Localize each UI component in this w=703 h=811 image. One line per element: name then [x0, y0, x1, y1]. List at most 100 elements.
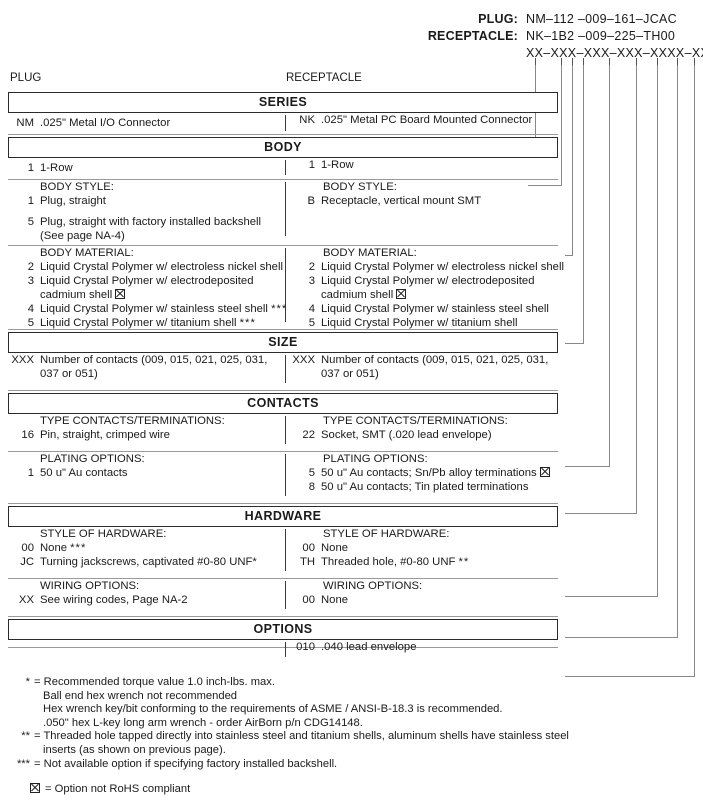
- leader-line-hardware: [677, 65, 678, 637]
- option-row: 5 Liquid Crystal Polymer w/ titanium she…: [8, 316, 283, 330]
- column-divider: [285, 642, 287, 657]
- body-style-receptacle-col: BODY STYLE: B Receptacle, vertical mount…: [291, 180, 558, 208]
- option-text: Number of contacts (009, 015, 021, 025, …: [321, 354, 549, 366]
- leader-tick-size: [609, 58, 610, 65]
- option-row: 1 1-Row: [291, 158, 558, 172]
- option-text: Receptacle, vertical mount SMT: [321, 195, 482, 207]
- option-text: See wiring codes, Page NA-2: [40, 594, 188, 606]
- option-code: B: [307, 195, 315, 207]
- group-hardware-style: STYLE OF HARDWARE: 00 None *** JC Turnin…: [8, 527, 558, 579]
- body-material-receptacle-col: BODY MATERIAL: 2 Liquid Crystal Polymer …: [291, 246, 564, 330]
- footnotes: * = Recommended torque value 1.0 inch-lb…: [8, 676, 628, 771]
- footnote-marker: ***: [16, 757, 30, 770]
- option-code: XXX: [11, 354, 34, 366]
- column-divider: [285, 416, 287, 444]
- option-code: 2: [308, 261, 315, 273]
- option-text: Liquid Crystal Polymer w/ stainless stee…: [321, 303, 549, 315]
- hardware-style-plug-col: STYLE OF HARDWARE: 00 None *** JC Turnin…: [8, 527, 283, 569]
- band-hardware: HARDWARE: [8, 506, 558, 527]
- leader-elbow-options: [565, 676, 695, 677]
- option-text-cont: 037 or 051): [40, 368, 98, 380]
- option-code: 5: [27, 317, 34, 329]
- option-text: 50 u" Au contacts: [40, 467, 128, 479]
- leader-elbow-contacts-type: [565, 513, 637, 514]
- body-material-plug-col: BODY MATERIAL: 2 Liquid Crystal Polymer …: [8, 246, 288, 330]
- option-text: Liquid Crystal Polymer w/ titanium shell…: [40, 317, 256, 329]
- leader-line-contacts-plating: [657, 65, 658, 596]
- option-row: 3 Liquid Crystal Polymer w/ electrodepos…: [291, 274, 558, 302]
- option-row: 16 Pin, straight, crimped wire: [8, 428, 283, 442]
- option-text: .025" Metal PC Board Mounted Connector: [321, 114, 533, 126]
- option-row: 5 50 u" Au contacts; Sn/Pb alloy termina…: [291, 466, 558, 480]
- leader-tick-contacts-type: [636, 58, 637, 65]
- column-divider: [285, 248, 287, 322]
- column-divider: [285, 182, 287, 236]
- option-row: 22 Socket, SMT (.020 lead envelope): [291, 428, 558, 442]
- hardware-style-receptacle-col: STYLE OF HARDWARE: 00 None TH Threaded h…: [291, 527, 558, 569]
- subheader: BODY MATERIAL:: [40, 247, 134, 259]
- group-body-material: BODY MATERIAL: 2 Liquid Crystal Polymer …: [8, 246, 564, 330]
- leader-line-body-style: [572, 65, 573, 255]
- subheader: TYPE CONTACTS/TERMINATIONS:: [323, 415, 508, 427]
- option-text: None: [321, 594, 349, 606]
- band-size: SIZE: [8, 332, 558, 353]
- footnote-body: = Recommended torque value 1.0 inch-lbs.…: [34, 676, 503, 729]
- rohs-legend-text: = Option not RoHS compliant: [45, 783, 191, 795]
- option-row: XXX Number of contacts (009, 015, 021, 0…: [291, 353, 558, 381]
- option-code: 22: [302, 429, 315, 441]
- option-text: Pin, straight, crimped wire: [40, 429, 170, 441]
- option-text: .040 lead envelope: [321, 641, 417, 653]
- option-row: 4 Liquid Crystal Polymer w/ stainless st…: [291, 302, 558, 316]
- subheader: TYPE CONTACTS/TERMINATIONS:: [40, 415, 225, 427]
- option-code: 2: [27, 261, 34, 273]
- leader-tick-contacts-plating: [657, 58, 658, 65]
- leader-elbow-body-material: [565, 343, 584, 344]
- leader-tick-body-style: [572, 58, 573, 65]
- footnote-triple-star: *** = Not available option if specifying…: [8, 758, 628, 772]
- option-code: NM: [16, 117, 34, 129]
- group-body-style: BODY STYLE: 1 Plug, straight 5 Plug, str…: [8, 180, 558, 246]
- body-row-receptacle-col: 1 1-Row: [291, 158, 558, 172]
- wiring-plug-col: WIRING OPTIONS: XX See wiring codes, Pag…: [8, 579, 283, 607]
- leader-tick-series: [535, 58, 536, 65]
- option-code: NK: [299, 114, 315, 126]
- body-row-plug-col: 1 1-Row: [8, 161, 283, 175]
- not-rohs-icon: [396, 289, 407, 299]
- option-code: 00: [302, 542, 315, 554]
- option-text: 1-Row: [321, 159, 354, 171]
- leader-elbow-contacts-plating: [565, 596, 658, 597]
- option-code: 5: [27, 216, 34, 228]
- option-text: Liquid Crystal Polymer w/ stainless stee…: [40, 303, 288, 315]
- option-code: 00: [21, 542, 34, 554]
- footnote-body: = Not available option if specifying fac…: [34, 757, 338, 770]
- option-row: JC Turning jackscrews, captivated #0-80 …: [8, 555, 283, 569]
- footnote-marker: ***: [70, 542, 87, 554]
- contacts-type-receptacle-col: TYPE CONTACTS/TERMINATIONS: 22 Socket, S…: [291, 414, 558, 442]
- option-text: Plug, straight with factory installed ba…: [40, 216, 262, 228]
- option-text: Socket, SMT (.020 lead envelope): [321, 429, 492, 441]
- option-code: 1: [27, 162, 34, 174]
- option-text: Liquid Crystal Polymer w/ electroless ni…: [321, 261, 564, 273]
- option-text: 50 u" Au contacts; Tin plated terminatio…: [321, 481, 529, 493]
- footnote-marker: **: [458, 556, 470, 568]
- option-text: .025" Metal I/O Connector: [40, 117, 171, 129]
- option-row: NM .025" Metal I/O Connector: [8, 116, 283, 130]
- option-text: Turning jackscrews, captivated #0-80 UNF…: [40, 556, 257, 568]
- series-receptacle-col: NK .025" Metal PC Board Mounted Connecto…: [291, 113, 558, 127]
- subheader: STYLE OF HARDWARE:: [323, 528, 450, 540]
- leader-line-size: [609, 65, 610, 466]
- option-row: 00 None: [291, 541, 558, 555]
- option-code: 8: [308, 481, 315, 493]
- option-text-cont: 037 or 051): [321, 368, 379, 380]
- option-code: 010: [296, 641, 315, 653]
- column-divider: [285, 160, 287, 175]
- band-contacts: CONTACTS: [8, 393, 558, 414]
- option-text-cont: (See page NA-4): [40, 230, 125, 242]
- group-options: 010 .040 lead envelope: [8, 640, 558, 657]
- group-size: XXX Number of contacts (009, 015, 021, 0…: [8, 353, 558, 391]
- group-body-row: 1 1-Row 1 1-Row: [8, 158, 558, 180]
- column-header-plug: PLUG: [10, 72, 42, 84]
- option-text-cont: cadmium shell: [40, 288, 283, 302]
- option-code: 3: [27, 275, 34, 287]
- rohs-legend: = Option not RoHS compliant: [30, 782, 190, 796]
